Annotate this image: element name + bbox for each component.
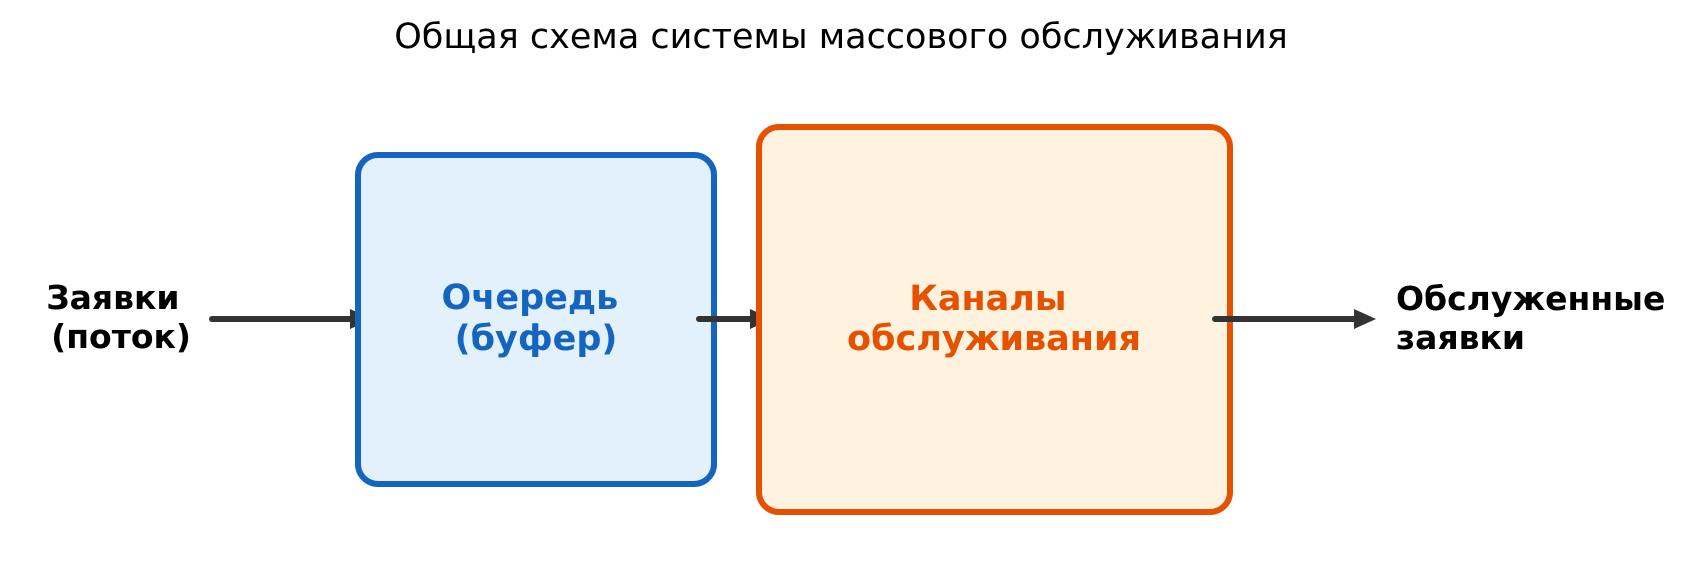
channels-label-line-2: обслуживания [847,319,1141,359]
input-label-line-1: Заявки [46,278,179,317]
channels-label-line-1: Каналы [909,279,1066,319]
queue-label-line-1: Очередь [442,278,619,318]
output-label-line-1: Обслуженные [1396,279,1665,318]
arrow-input-to-queue [209,309,372,329]
channels-box: Каналы обслуживания [756,124,1233,515]
arrow-channels-to-output [1212,309,1376,329]
input-label-line-2: (поток) [51,317,191,356]
output-label: Обслуженные заявки [1396,279,1677,357]
queue-label: Очередь (буфер) [442,278,631,359]
channels-label: Каналы обслуживания [847,279,1141,359]
input-label: Заявки (поток) [46,278,191,356]
queue-label-line-2: (буфер) [455,319,618,359]
output-label-line-2: заявки [1396,318,1525,357]
diagram-title: Общая схема системы массового обслуживан… [394,17,1288,57]
queue-box: Очередь (буфер) [355,152,717,487]
